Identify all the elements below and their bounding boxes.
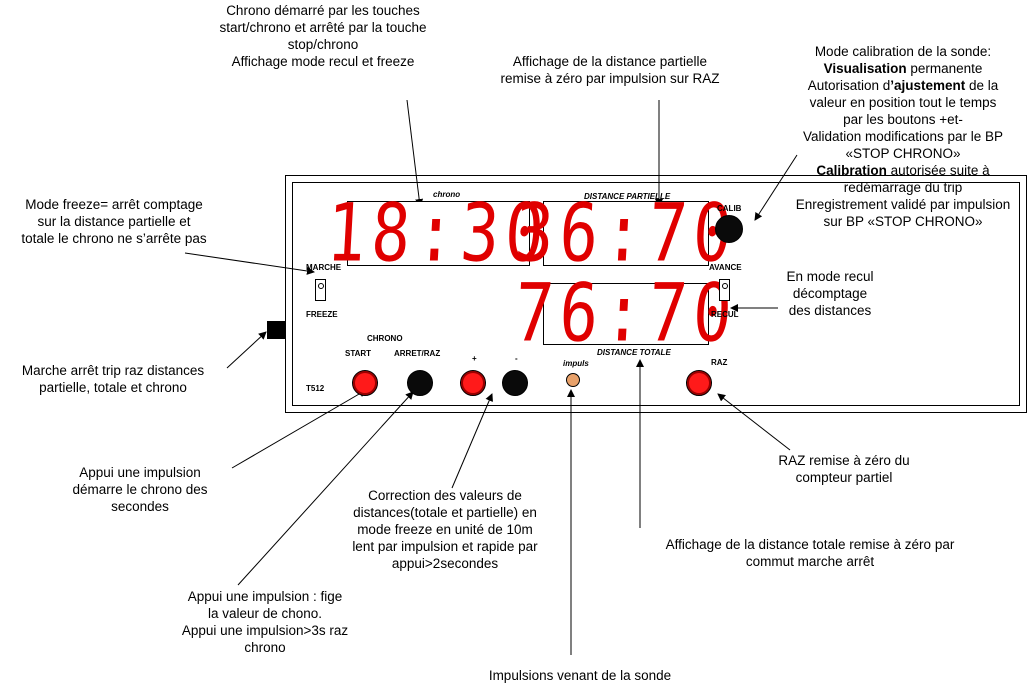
annotation-impulses: Impulsions venant de la sonde: [488, 668, 672, 683]
arret-raz-label: ARRET/RAZ: [394, 349, 441, 358]
plus-button[interactable]: [460, 370, 486, 396]
avance-label: AVANCE: [709, 263, 742, 272]
total-distance-display: 76:70: [512, 268, 740, 361]
device-panel-outer: [285, 175, 1027, 413]
calib-button[interactable]: [715, 215, 743, 243]
raz-label: RAZ: [711, 358, 728, 367]
arrow-chrono: [406, 99, 424, 207]
annotation-calibration: Mode calibration de la sonde: Visualisat…: [795, 44, 1011, 229]
arret-raz-button[interactable]: [407, 370, 433, 396]
avance-recul-switch[interactable]: [719, 279, 730, 301]
recul-label: RECUL: [711, 310, 739, 319]
chrono-display: 18:30: [325, 187, 553, 280]
arrow-trip: [226, 331, 267, 369]
calib-label: CALIB: [717, 204, 742, 213]
start-button[interactable]: [352, 370, 378, 396]
raz-button[interactable]: [686, 370, 712, 396]
start-label: START: [345, 349, 372, 358]
arrow-start: [231, 389, 367, 469]
model-label: T512: [306, 384, 325, 393]
freeze-label: FREEZE: [306, 310, 338, 319]
plus-label: +: [472, 354, 477, 363]
partial-distance-label: DISTANCE PARTIELLE: [584, 192, 671, 201]
chrono-display-label: chrono: [433, 190, 461, 199]
arrow-correction: [451, 393, 493, 489]
arrow-arret: [237, 391, 414, 586]
minus-button[interactable]: [502, 370, 528, 396]
minus-label: -: [515, 354, 518, 363]
partial-distance-value: 36:70: [512, 187, 740, 280]
arrow-raz: [717, 393, 791, 451]
marche-label: MARCHE: [306, 263, 342, 272]
total-distance-label: DISTANCE TOTALE: [597, 348, 671, 357]
partial-distance-display: 36:70: [512, 187, 740, 280]
impuls-led: [566, 373, 580, 387]
marche-freeze-switch[interactable]: [315, 279, 326, 301]
chrono-group-label: CHRONO: [367, 334, 403, 343]
arrow-calib: [754, 154, 798, 221]
trip-power-connector[interactable]: [267, 321, 285, 339]
impuls-label: impuls: [563, 359, 589, 368]
total-distance-value: 76:70: [512, 267, 740, 361]
device-panel-inner: [292, 182, 1020, 406]
annotation-total-distance: Affichage de la distance totale remise à…: [665, 537, 955, 569]
